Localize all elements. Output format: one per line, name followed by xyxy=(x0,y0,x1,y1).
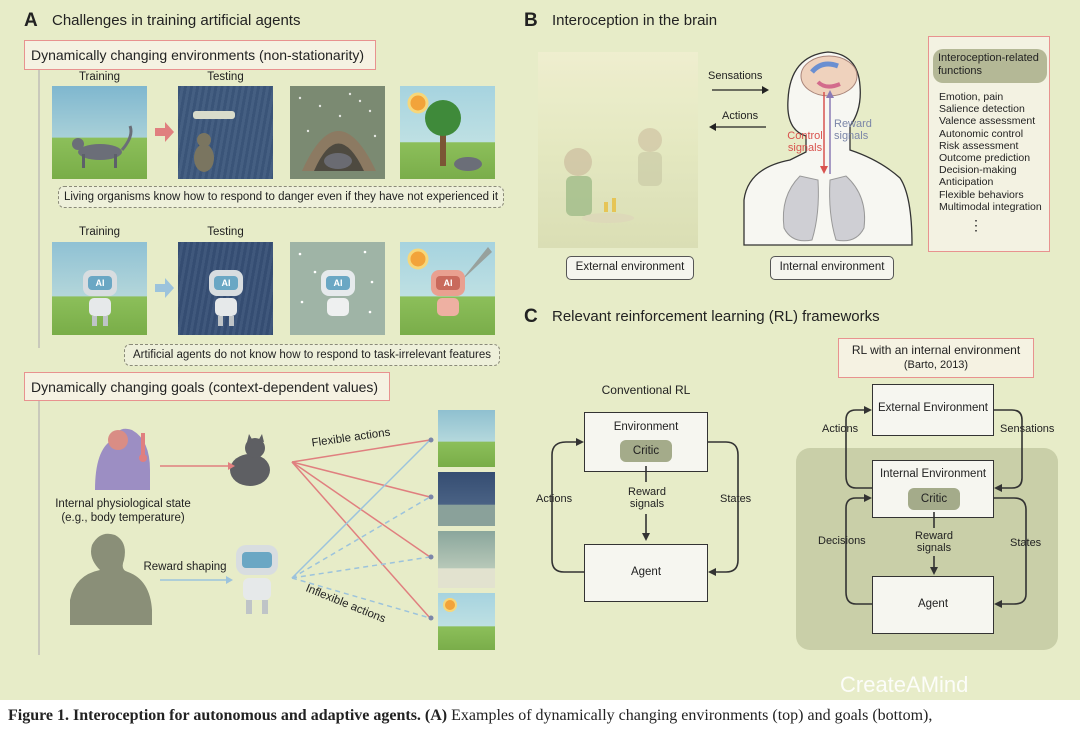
env-heading-box: Dynamically changing environments (non-s… xyxy=(24,40,376,70)
goals-heading-box: Dynamically changing goals (context-depe… xyxy=(24,372,390,401)
ai-badge: AI xyxy=(443,278,453,288)
actions-label-b: Actions xyxy=(722,110,759,122)
watermark: CreateAMind xyxy=(840,672,969,697)
goal-tile-clear xyxy=(438,410,495,467)
testing-label-bottom: Testing xyxy=(207,226,244,238)
ai-badge: AI xyxy=(95,278,105,288)
reward-signals-label-b: Reward signals xyxy=(834,118,872,142)
internal-rl-cite: (Barto, 2013) xyxy=(903,359,969,371)
goals-diagram xyxy=(70,428,434,625)
internal-agent-label: Agent xyxy=(917,598,949,610)
panel-b-arrows xyxy=(709,51,913,246)
cat-snow-tile xyxy=(290,86,385,179)
conv-agent-label: Agent xyxy=(630,566,662,578)
external-env-box: External Environment xyxy=(872,384,994,436)
training-label-bottom: Training xyxy=(78,226,121,238)
agents-note: Artificial agents do not know how to res… xyxy=(124,344,500,366)
cat-rain-tile xyxy=(178,86,273,179)
panel-b-title: Interoception in the brain xyxy=(552,12,718,29)
external-scene-image xyxy=(538,52,698,248)
conv-reward-signals: Reward signals xyxy=(628,486,666,510)
caption-bold: Figure 1. Interoception for autonomous a… xyxy=(8,707,448,724)
goal-tile-rain xyxy=(438,472,495,526)
internal-agent-box: Agent xyxy=(872,576,994,634)
robot-sun-tile: AI xyxy=(400,242,495,335)
external-env-label: External environment xyxy=(566,256,694,280)
robot-snow-tile: AI xyxy=(290,242,385,335)
internal-env-label: Internal environment xyxy=(770,256,894,280)
function-item: Outcome prediction xyxy=(939,152,1031,165)
function-item: Decision-making xyxy=(939,164,1017,177)
panel-a-letter: A xyxy=(24,10,38,31)
goals-heading: Dynamically changing goals (context-depe… xyxy=(31,379,379,395)
internal-critic: Critic xyxy=(908,488,960,510)
figure-caption: Figure 1. Interoception for autonomous a… xyxy=(8,707,932,725)
panel-c-title: Relevant reinforcement learning (RL) fra… xyxy=(552,308,880,325)
function-item: Valence assessment xyxy=(939,115,1036,128)
panel-a-divider-top xyxy=(38,70,40,348)
conventional-rl-title: Conventional RL xyxy=(601,383,691,397)
control-signals-label: Control signals xyxy=(787,130,823,154)
conv-agent-box: Agent xyxy=(584,544,708,602)
functions-box: Interoception-related functions Emotion,… xyxy=(928,36,1050,252)
internal-state-example: (e.g., body temperature) xyxy=(61,512,185,524)
robot-training-tile: AI xyxy=(52,242,147,335)
cat-sun-tile xyxy=(400,86,495,179)
functions-heading: Interoception-related functions xyxy=(933,49,1047,83)
conv-environment-label: Environment xyxy=(613,421,679,433)
reward-shaping-label: Reward shaping xyxy=(143,561,227,573)
testing-label-top: Testing xyxy=(207,71,244,83)
cat-icon xyxy=(72,125,133,168)
goal-tile-sun xyxy=(438,593,495,650)
function-item: Flexible behaviors xyxy=(939,188,1024,201)
robot-icon xyxy=(83,270,117,326)
panel-c-arrows xyxy=(551,406,1027,608)
internal-reward-signals: Reward signals xyxy=(915,530,953,554)
panel-b-letter: B xyxy=(524,10,538,31)
internal-decisions-label: Decisions xyxy=(818,535,866,547)
functions-ellipsis: ⋮ xyxy=(969,217,983,233)
function-item: Anticipation xyxy=(939,176,994,189)
caption-rest: Examples of dynamically changing environ… xyxy=(447,707,933,724)
internal-actions-label: Actions xyxy=(822,423,859,435)
ai-badge: AI xyxy=(221,278,231,288)
conv-critic: Critic xyxy=(620,440,672,462)
internal-rl-title: RL with an internal environment xyxy=(851,343,1021,357)
ai-badge: AI xyxy=(333,278,343,288)
internal-state-label: Internal physiological state xyxy=(55,498,191,510)
conv-states-label: States xyxy=(720,493,752,505)
training-label-top: Training xyxy=(78,71,121,83)
function-item: Autonomic control xyxy=(939,127,1024,140)
function-item: Salience detection xyxy=(939,103,1025,116)
sensations-label: Sensations xyxy=(708,70,763,82)
conv-actions-label: Actions xyxy=(536,493,573,505)
internal-rl-title-box: RL with an internal environment (Barto, … xyxy=(838,338,1034,378)
panel-c-letter: C xyxy=(524,306,538,327)
cat-training-tile xyxy=(52,86,147,179)
function-item: Risk assessment xyxy=(939,139,1019,152)
panel-a-title: Challenges in training artificial agents xyxy=(52,12,301,29)
internal-env-box-label: Internal Environment xyxy=(879,468,987,480)
external-env-box-label: External Environment xyxy=(878,402,988,414)
internal-sensations-label: Sensations xyxy=(1000,423,1055,435)
env-heading: Dynamically changing environments (non-s… xyxy=(31,47,365,63)
function-item: Multimodal integration xyxy=(939,200,1042,213)
goal-tile-snow xyxy=(438,531,495,588)
organisms-note: Living organisms know how to respond to … xyxy=(58,186,504,208)
robot-rain-tile: AI xyxy=(178,242,273,335)
function-item: Emotion, pain xyxy=(939,91,1004,103)
panel-a-divider-bottom xyxy=(38,400,40,655)
